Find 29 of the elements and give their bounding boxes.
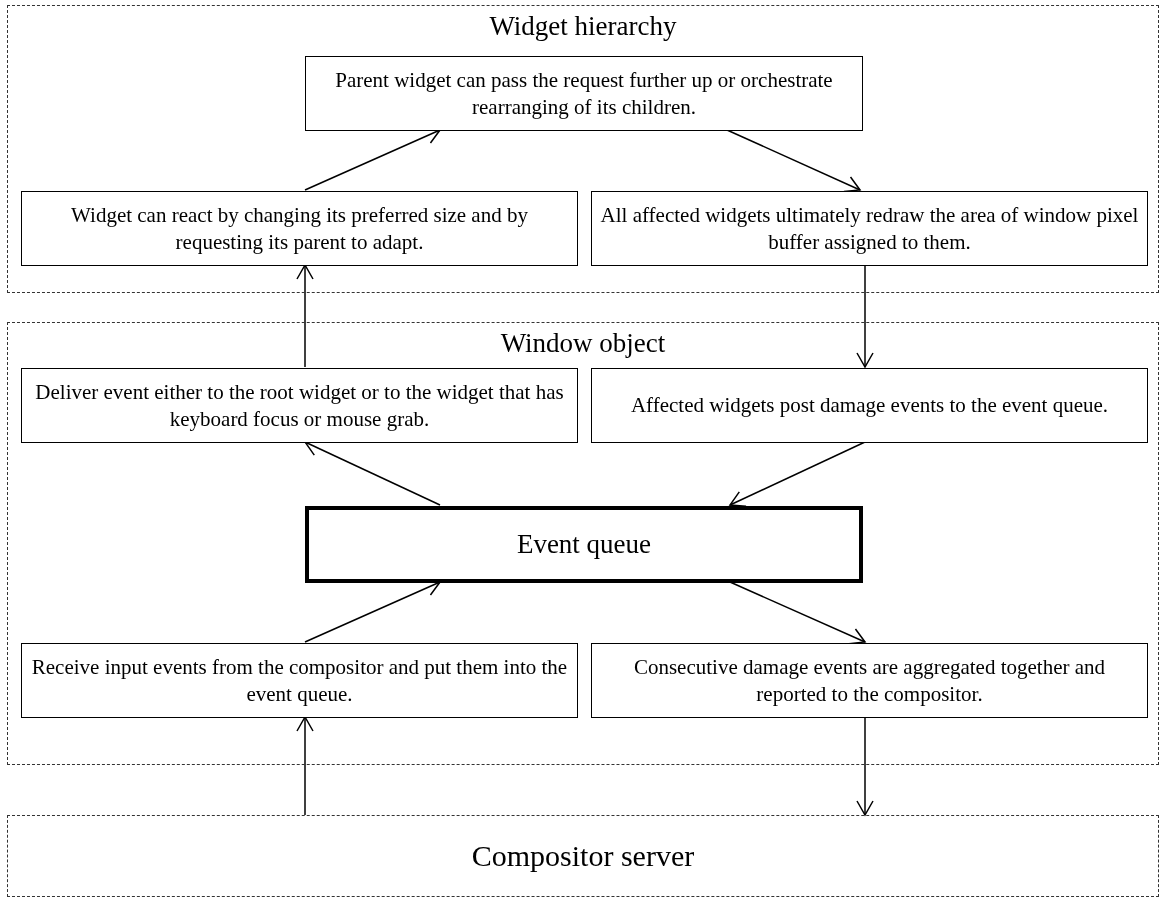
group-title: Widget hierarchy bbox=[488, 12, 678, 42]
box-text: All affected widgets ultimately redraw the area of window pixel buffer assigned to them. bbox=[600, 202, 1139, 255]
box-text: Receive input events from the compositor and put them into the event queue. bbox=[30, 654, 569, 707]
box-text: Event queue bbox=[516, 527, 652, 561]
process-box bbox=[21, 368, 578, 443]
box-text: Consecutive damage events are aggregated together and reported to the compositor. bbox=[632, 654, 1107, 707]
process-box bbox=[21, 643, 578, 718]
box-text: Widget can react by changing its preferred size and by requesting its parent to adapt. bbox=[70, 202, 529, 255]
process-box bbox=[21, 191, 578, 266]
arrow bbox=[726, 129, 861, 193]
arrow bbox=[729, 581, 866, 645]
group-title: Window object bbox=[499, 329, 667, 359]
group-frame bbox=[7, 322, 1159, 765]
process-box bbox=[591, 191, 1148, 266]
queue-box bbox=[305, 506, 863, 583]
box-text: Parent widget can pass the request further up or orchestrate rearranging of its children. bbox=[334, 67, 834, 120]
server-box bbox=[7, 815, 1159, 897]
arrow bbox=[729, 441, 866, 508]
process-box bbox=[591, 643, 1148, 718]
arrow bbox=[856, 716, 874, 816]
group-frame bbox=[7, 5, 1159, 293]
arrow bbox=[296, 264, 314, 368]
process-box bbox=[305, 56, 863, 131]
box-text: Deliver event either to the root widget or to the widget that has keyboard focus or mouse grab. bbox=[34, 379, 565, 432]
box-text: Affected widgets post damage events to the event queue. bbox=[630, 392, 1109, 419]
process-box bbox=[591, 368, 1148, 443]
arrow bbox=[296, 716, 314, 816]
arrow bbox=[856, 264, 874, 368]
box-text: Compositor server bbox=[471, 839, 695, 873]
